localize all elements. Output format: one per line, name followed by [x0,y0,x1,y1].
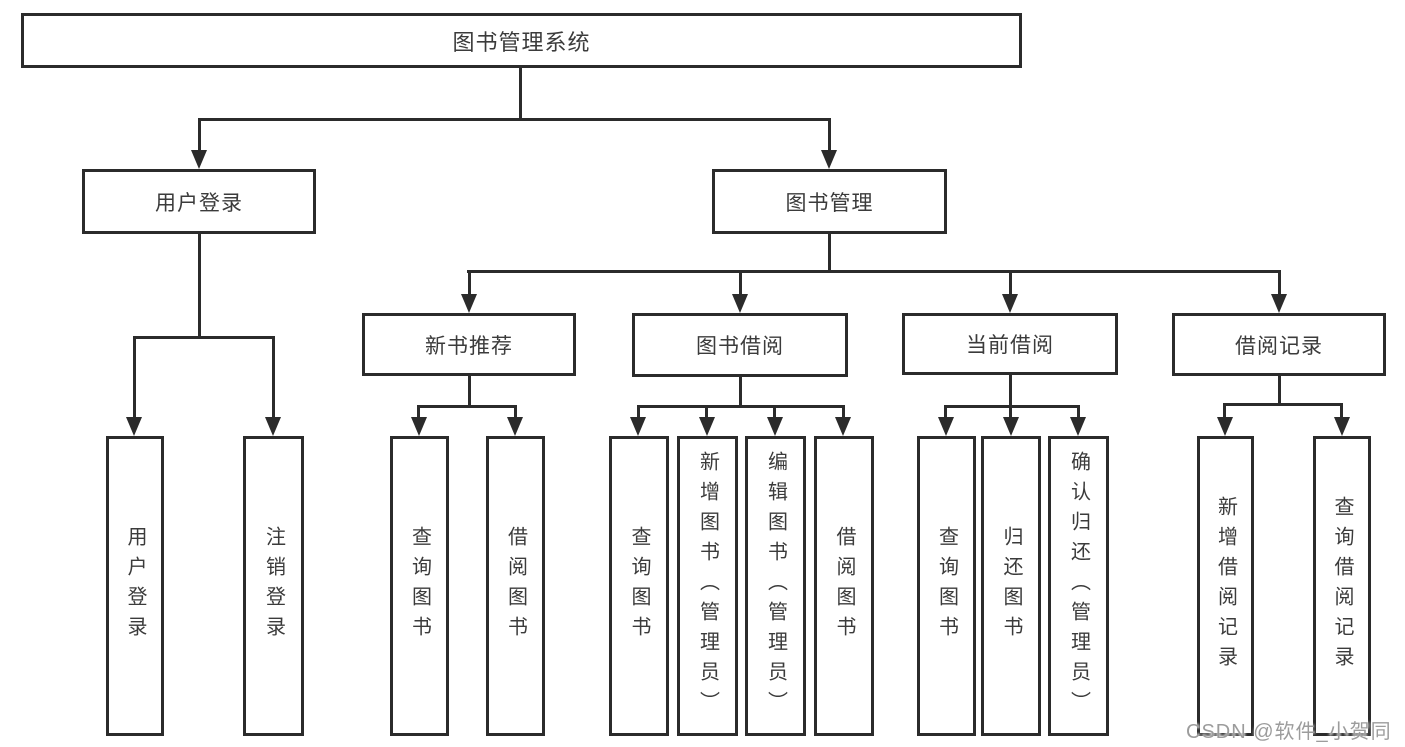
leaf-borrow-books: 借阅图书 [486,436,545,736]
arrowhead-down-icon [1003,417,1019,436]
arrowhead-down-icon [699,417,715,436]
leaf-borrow-books: 借阅图书 [814,436,874,736]
connector-line [1278,376,1281,406]
arrowhead-down-icon [630,417,646,436]
connector-line [468,376,471,408]
leaf-add-borrow-record: 新增借阅记录 [1197,436,1254,736]
arrowhead-down-icon [732,294,748,313]
connector-line [467,270,1281,273]
connector-line [198,233,201,339]
leaf-edit-book-admin: 编辑图书（管理员） [745,436,806,736]
leaf-query-books: 查询图书 [917,436,976,736]
connector-line [417,405,420,423]
node-new-book-recommend: 新书推荐 [362,313,576,376]
connector-line [198,118,831,121]
node-system-root: 图书管理系统 [21,13,1022,68]
connector-line [272,336,275,422]
arrowhead-down-icon [126,417,142,436]
connector-line [828,233,831,273]
leaf-user-login: 用户登录 [106,436,164,736]
arrowhead-down-icon [835,417,851,436]
connector-line [1009,270,1012,298]
arrowhead-down-icon [265,417,281,436]
connector-line [842,405,845,423]
connector-line [198,118,201,153]
node-book-management: 图书管理 [712,169,947,234]
connector-line [828,118,831,153]
connector-line [1340,403,1343,423]
arrowhead-down-icon [461,294,477,313]
arrowhead-down-icon [1271,294,1287,313]
arrowhead-down-icon [507,417,523,436]
leaf-add-book-admin: 新增图书（管理员） [677,436,738,736]
arrowhead-down-icon [1334,417,1350,436]
connector-line [637,405,845,408]
connector-line [1009,405,1012,423]
connector-line [944,405,947,423]
connector-line [1278,270,1281,298]
node-current-borrow: 当前借阅 [902,313,1118,375]
connector-line [417,405,517,408]
node-book-borrow: 图书借阅 [632,313,848,377]
arrowhead-down-icon [191,150,207,169]
node-user-login: 用户登录 [82,169,316,234]
connector-line [637,405,640,423]
connector-line [133,336,275,339]
connector-line [133,336,136,422]
arrowhead-down-icon [1002,294,1018,313]
leaf-confirm-return-admin: 确认归还（管理员） [1048,436,1109,736]
arrowhead-down-icon [1217,417,1233,436]
arrowhead-down-icon [767,417,783,436]
arrowhead-down-icon [411,417,427,436]
leaf-return-books: 归还图书 [981,436,1041,736]
arrowhead-down-icon [1070,417,1086,436]
node-borrow-records: 借阅记录 [1172,313,1386,376]
csdn-watermark: CSDN @软件_小贺同学 [1186,721,1392,743]
connector-line [944,405,1080,408]
connector-line [1223,403,1226,423]
connector-line [1223,403,1343,406]
connector-line [705,405,708,423]
leaf-query-books: 查询图书 [390,436,449,736]
leaf-query-borrow-record: 查询借阅记录 [1313,436,1371,736]
connector-line [773,405,776,423]
connector-line [519,67,522,121]
arrowhead-down-icon [821,150,837,169]
connector-line [1077,405,1080,423]
leaf-query-books: 查询图书 [609,436,669,736]
connector-line [468,270,471,298]
connector-line [1009,375,1012,408]
arrowhead-down-icon [938,417,954,436]
connector-line [514,405,517,423]
leaf-logout: 注销登录 [243,436,304,736]
connector-line [739,377,742,408]
connector-line [739,270,742,298]
